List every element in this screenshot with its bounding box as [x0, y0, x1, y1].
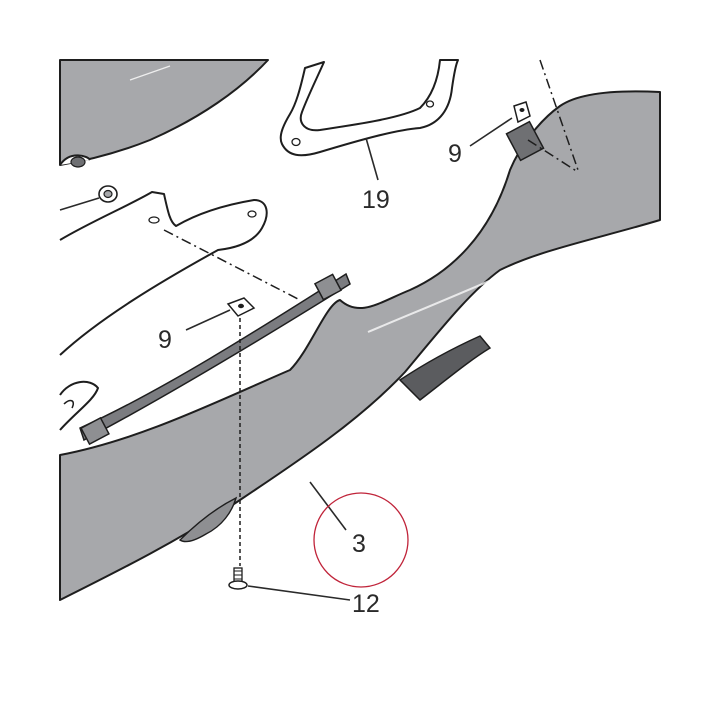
clip-nut-lower [226, 297, 256, 317]
bracket-part-19 [279, 59, 459, 157]
callout-label-12: 12 [352, 590, 380, 618]
upper-left-fairing [59, 59, 269, 168]
side-fairing-part-3 [59, 90, 661, 601]
highlight-circle [313, 492, 409, 588]
callout-label-3: 3 [352, 530, 366, 558]
inner-white-panel [59, 191, 268, 431]
assembly-lines [163, 59, 579, 566]
callout-label-9-upper: 9 [448, 140, 462, 168]
callout-label-9-lower: 9 [158, 326, 172, 354]
grommet [59, 185, 118, 211]
clip-nut-upper [513, 101, 531, 124]
screw-part-12 [228, 567, 248, 590]
callout-label-19: 19 [362, 186, 390, 214]
